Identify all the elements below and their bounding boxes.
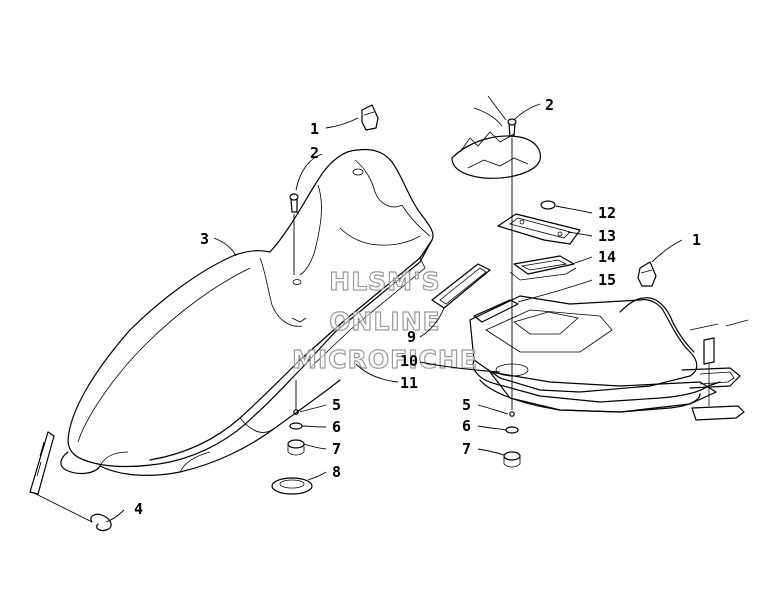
- washer-stack-left: [271, 380, 313, 495]
- callout-10: 10: [400, 352, 418, 370]
- bracket-part-9: [431, 263, 491, 309]
- callout-12: 12: [598, 204, 616, 222]
- storage-tray-assembly: [469, 295, 749, 421]
- callout-5-left: 5: [332, 396, 341, 414]
- watermark-line-1: HLSM'S: [329, 267, 440, 296]
- knob-part-12: [540, 200, 556, 210]
- callout-4: 4: [134, 500, 143, 518]
- pad-part-1-left: [361, 104, 379, 131]
- callout-9: 9: [407, 328, 416, 346]
- washer-stack-right: [503, 411, 521, 468]
- callout-5-right: 5: [462, 396, 471, 414]
- clip-part-4: [29, 431, 112, 532]
- watermark-line-3: MICROFICHE: [292, 345, 478, 374]
- seat-assembly: [60, 148, 434, 476]
- callout-7-right: 7: [462, 440, 471, 458]
- callout-1-right: 1: [692, 231, 701, 249]
- callout-labels: 1 2 3 4 5 6 7 8 9 10 11 2 12 13 14 15 1 …: [134, 96, 701, 518]
- callout-8: 8: [332, 463, 341, 481]
- callout-14: 14: [598, 248, 616, 266]
- callout-13: 13: [598, 227, 616, 245]
- rear-cluster: [451, 95, 541, 410]
- hinge-part-13: [497, 213, 581, 245]
- callout-7-left: 7: [332, 440, 341, 458]
- callout-6-right: 6: [462, 417, 471, 435]
- callout-6-left: 6: [332, 418, 341, 436]
- callout-1-left: 1: [310, 120, 319, 138]
- callout-2-right: 2: [545, 96, 554, 114]
- latch-plate-part-14: [509, 255, 577, 281]
- callout-3: 3: [200, 230, 209, 248]
- callout-2-left: 2: [310, 144, 319, 162]
- gasket-part-15: [473, 299, 519, 323]
- watermark-line-2: ONLINE: [329, 307, 440, 336]
- callout-11: 11: [400, 374, 418, 392]
- callout-15: 15: [598, 271, 616, 289]
- pad-part-1-right: [637, 261, 657, 287]
- screw-part-2-left: [289, 193, 299, 275]
- leader-lines: [105, 103, 683, 523]
- watermark: HLSM'S ONLINE MICROFICHE: [292, 266, 478, 374]
